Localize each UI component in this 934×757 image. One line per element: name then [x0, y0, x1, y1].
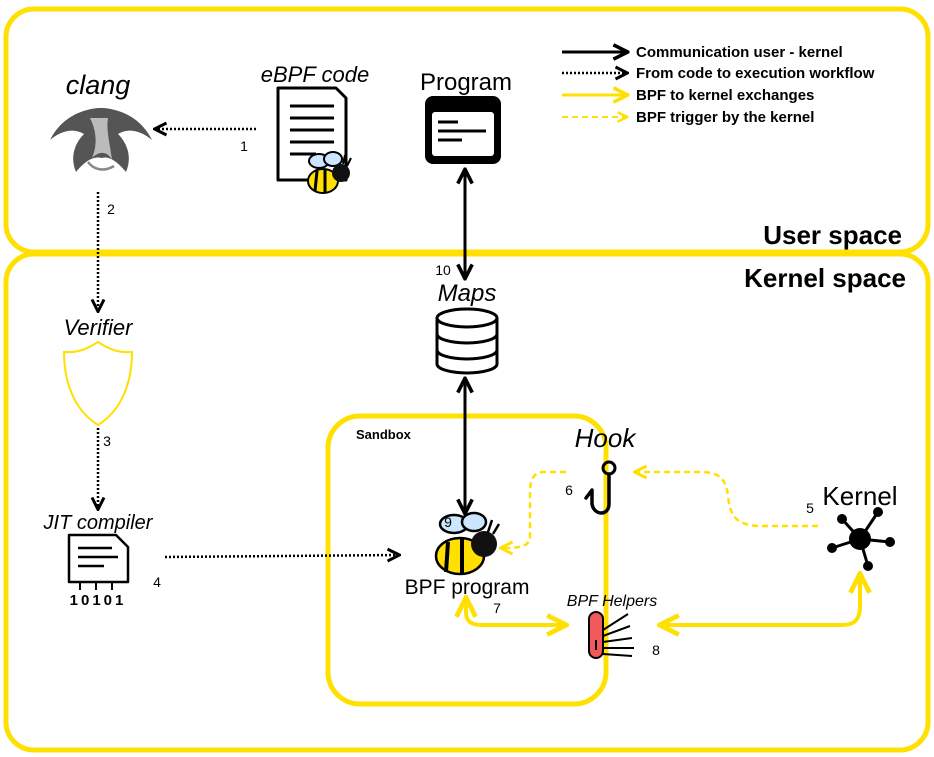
step-number: 7	[493, 600, 501, 616]
jit-compiler-icon: 10101	[67, 533, 130, 609]
kernel-label: Kernel	[822, 481, 897, 511]
step-number: 5	[806, 500, 814, 516]
step-number: 8	[652, 642, 660, 658]
step-number: 10	[435, 262, 451, 278]
arrow-kernel-to-hook	[636, 472, 818, 528]
jit-compiler-label: JIT compiler	[43, 512, 154, 534]
legend-label: BPF trigger by the kernel	[636, 109, 814, 126]
bee-icon	[434, 511, 501, 576]
kernel-space-label: Kernel space	[744, 263, 906, 293]
hook-label: Hook	[575, 423, 638, 453]
step-number: 1	[240, 138, 248, 154]
bpf-helpers-label: BPF Helpers	[567, 593, 657, 610]
bee-icon	[307, 151, 352, 194]
swiss-knife-icon	[588, 611, 634, 659]
step-number: 2	[107, 201, 115, 217]
legend-label: BPF to kernel exchanges	[636, 87, 814, 104]
step-number: 3	[103, 433, 111, 449]
step-number: 6	[565, 482, 573, 498]
step-number: 4	[153, 574, 161, 590]
clang-label: clang	[66, 70, 131, 100]
user-space-label: User space	[763, 220, 902, 250]
step-number: 9	[444, 514, 452, 530]
arrow-bpf-program-helpers	[466, 600, 564, 625]
jit-binary-text: 10101	[70, 592, 127, 609]
arrow-jit-to-bpf-program	[164, 555, 398, 557]
legend-item-dashed-yellow: BPF trigger by the kernel	[562, 109, 814, 126]
sandbox-label: Sandbox	[356, 427, 412, 442]
arrow-helpers-kernel	[662, 576, 860, 625]
shield-icon	[62, 340, 134, 427]
legend-label: Communication user - kernel	[636, 44, 843, 61]
legend: Communication user - kernel From code to…	[562, 44, 875, 126]
ebpf-code-label: eBPF code	[261, 62, 369, 87]
dragon-logo-icon	[50, 108, 152, 172]
legend-label: From code to execution workflow	[636, 65, 875, 82]
network-hub-icon	[827, 507, 895, 571]
verifier-label: Verifier	[64, 315, 135, 340]
legend-item-solid-yellow: BPF to kernel exchanges	[562, 87, 814, 104]
program-label: Program	[420, 69, 512, 96]
legend-item-solid-black: Communication user - kernel	[562, 44, 843, 61]
bpf-program-label: BPF program	[405, 576, 530, 599]
arrow-hook-to-bpf-program	[502, 470, 566, 548]
database-icon	[435, 307, 499, 375]
fishing-hook-icon	[584, 460, 617, 515]
program-window-icon	[425, 96, 501, 164]
legend-item-dotted-black: From code to execution workflow	[562, 65, 875, 82]
maps-label: Maps	[438, 280, 497, 307]
